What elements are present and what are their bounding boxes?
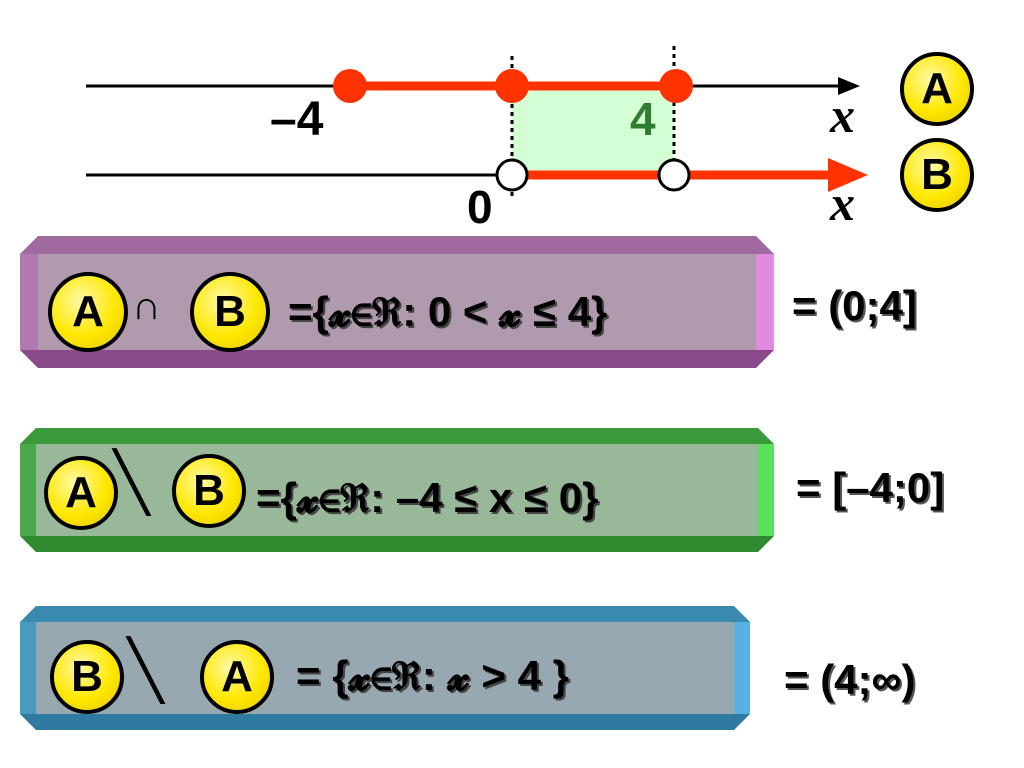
row-difference-a-b — [20, 428, 774, 552]
row3-set1-badge: B — [50, 640, 124, 714]
number-line-diagram — [86, 46, 868, 198]
row2-face — [36, 444, 758, 536]
row3-bevel-top — [20, 606, 750, 622]
tick-label-0: 0 — [467, 181, 493, 233]
difference-symbol-ba: ╲ — [128, 638, 163, 703]
row2-bevel-top — [20, 428, 774, 444]
row3-set2-badge: A — [200, 640, 274, 714]
row-difference-b-a — [20, 606, 750, 730]
row3-face — [36, 622, 734, 714]
row1-bevel-top — [20, 236, 774, 254]
axis-label-x-a: x — [830, 87, 855, 143]
row3-result: = (4;∞) — [784, 656, 916, 703]
row2-bevel-bottom — [20, 536, 774, 552]
row3-bevel-left — [20, 622, 36, 714]
tick-label-4: 4 — [630, 93, 656, 145]
row1-bevel-right — [756, 254, 774, 350]
row2-bevel-left — [20, 444, 36, 536]
row1-result: = (0;4] — [792, 282, 917, 329]
row2-bevel-right — [758, 444, 774, 536]
row1-bevel-bottom — [20, 350, 774, 368]
dot-a-4 — [659, 69, 693, 103]
row2-set-builder: ={𝔁∈ℜ: –4 ≤ x ≤ 0} — [256, 474, 599, 521]
set-a-badge: A — [900, 52, 974, 126]
overlap-region — [512, 86, 674, 174]
dot-a-0 — [495, 69, 529, 103]
tick-label-minus4: –4 — [270, 93, 324, 146]
row1-bevel-left — [20, 254, 38, 350]
row1-face — [38, 254, 756, 350]
row2-result: = [–4;0] — [796, 464, 945, 511]
row3-bevel-bottom — [20, 714, 750, 730]
row1-set-builder: ={𝔁∈ℜ: 0 < 𝔁 ≤ 4} — [288, 288, 608, 335]
row1-set2-badge: B — [190, 272, 270, 352]
axis-arrow-a — [838, 77, 860, 95]
axis-label-x-b: x — [830, 175, 855, 231]
open-dot-b-0 — [495, 158, 529, 192]
row2-set2-badge: B — [172, 454, 246, 528]
difference-symbol-ab: ╲ — [114, 450, 149, 515]
row1-set1-badge: A — [48, 272, 128, 352]
dot-a-minus4 — [333, 69, 367, 103]
set-b-badge: B — [900, 138, 974, 212]
row-intersection — [20, 236, 774, 368]
row2-set1-badge: A — [44, 456, 118, 530]
row3-set-builder: = {𝔁∈ℜ: 𝔁 > 4 } — [296, 652, 569, 699]
row3-bevel-right — [734, 622, 750, 714]
intersection-symbol: ∩ — [132, 284, 161, 328]
open-dot-b-4 — [657, 158, 691, 192]
axis-arrow-b — [828, 158, 868, 192]
